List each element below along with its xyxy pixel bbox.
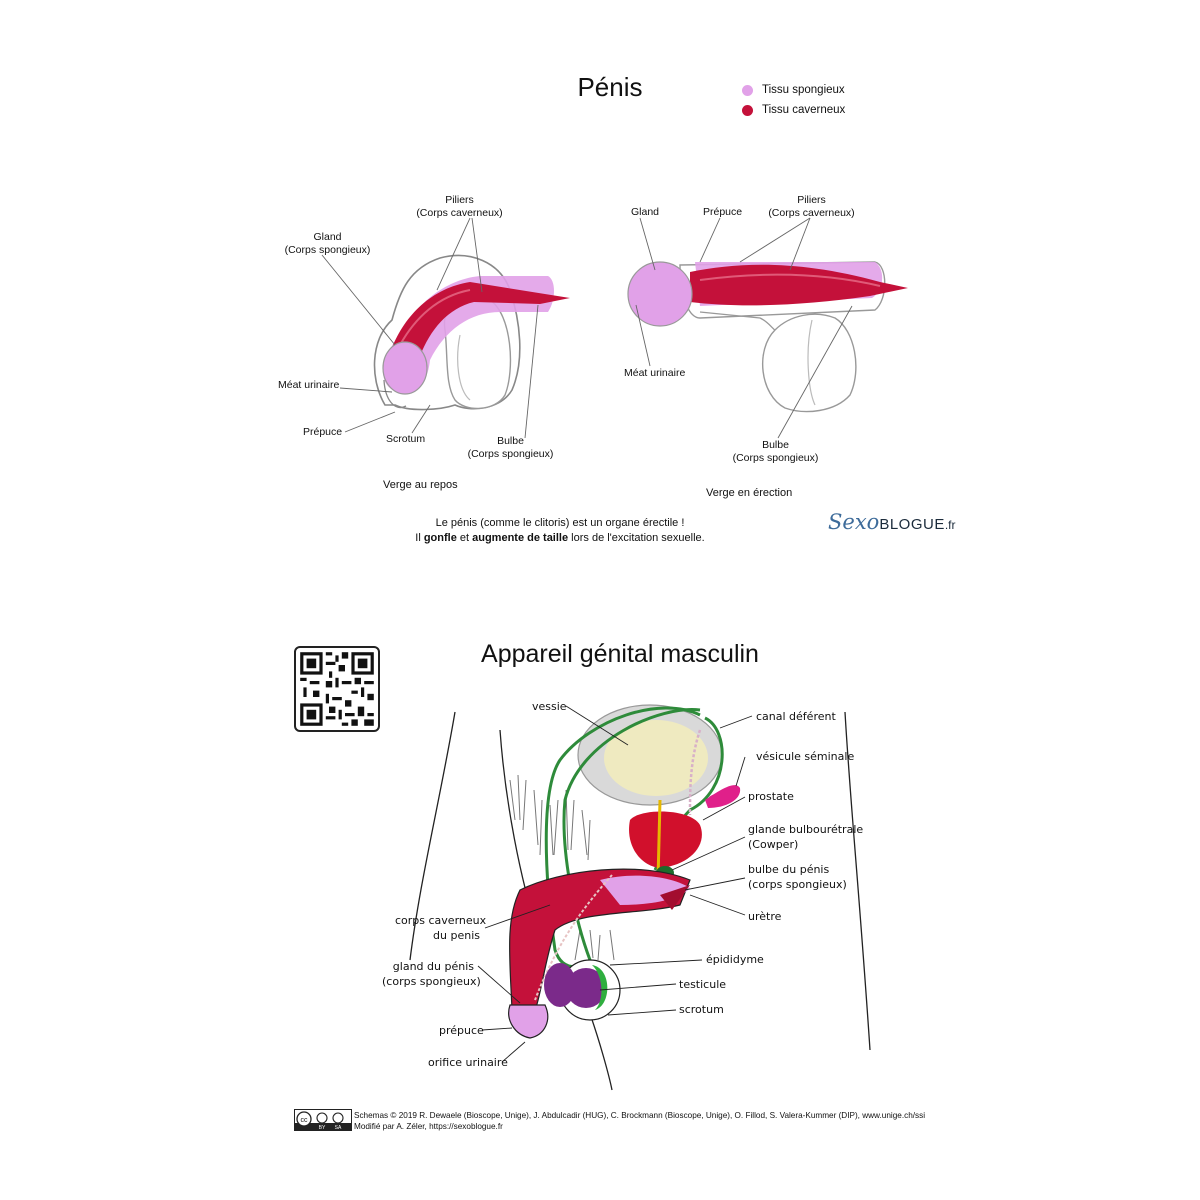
flaccid-penis-illustration (373, 254, 570, 411)
label-bulbe-erection-line2: (Corps spongieux) (732, 452, 819, 464)
label-gland-line2: (corps spongieux) (382, 975, 481, 988)
bottom-leader-lines (477, 705, 753, 1063)
label-testicule: testicule (679, 978, 727, 991)
label-piliers-erection: Piliers (Corps caverneux) (764, 194, 859, 220)
bladder (577, 704, 723, 806)
label-prepuce-erection: Prépuce (703, 206, 743, 218)
label-scrotum: scrotum (679, 1003, 724, 1016)
legend-spongy-swatch (742, 84, 753, 96)
label-gland-repos-line1: Gland (313, 231, 342, 243)
cc-badge-text: cc (301, 1117, 309, 1124)
legend-cavernous-swatch (742, 104, 753, 116)
qr-code-pattern (300, 652, 374, 726)
label-scrotum-repos: Scrotum (386, 433, 426, 445)
label-corps-cav-line1: corps caverneux (395, 914, 487, 927)
label-bulbe-erection: Bulbe (Corps spongieux) (728, 439, 823, 465)
label-prepuce: prépuce (439, 1024, 484, 1037)
label-bulbe-du-penis: bulbe du pénis (corps spongieux) (748, 862, 847, 892)
label-corps-caverneux: corps caverneux du penis (395, 913, 487, 943)
erect-penis-illustration (627, 261, 908, 413)
cc-by-sa-badge[interactable]: cc BY SA (294, 1109, 352, 1131)
label-bulbe-repos-line2: (Corps spongieux) (467, 448, 554, 460)
cc-badge-icons: cc BY SA (295, 1111, 351, 1130)
label-bulbe-repos: Bulbe (Corps spongieux) (463, 435, 558, 461)
top-title: Pénis (577, 72, 643, 102)
label-piliers-erection-line2: (Corps caverneux) (768, 207, 855, 219)
label-bulbe-repos-line1: Bulbe (497, 435, 524, 447)
label-epididyme: épididyme (706, 953, 764, 966)
label-gland-du-penis: gland du pénis (corps spongieux) (382, 959, 481, 989)
credit-text: Schemas © 2019 R. Dewaele (Bioscope, Uni… (354, 1110, 925, 1132)
label-piliers-repos-line1: Piliers (445, 194, 474, 206)
legend-item-cavernous: Tissu caverneux (742, 104, 845, 116)
pubic-hair (509, 774, 615, 961)
label-bulbe-erection-line1: Bulbe (762, 439, 789, 451)
label-piliers-repos-line2: (Corps caverneux) (416, 207, 503, 219)
label-bulbe-line2: (corps spongieux) (748, 878, 847, 891)
sa-badge-text: SA (335, 1125, 342, 1130)
label-gland-erection: Gland (631, 206, 660, 218)
label-uretre: urètre (748, 910, 782, 923)
label-vesicule-seminale: vésicule séminale (756, 750, 855, 763)
label-prostate: prostate (748, 790, 794, 803)
info-message-line1: Le pénis (comme le clitoris) est un orga… (435, 517, 685, 529)
label-vessie: vessie (532, 700, 567, 713)
credit-line1: Schemas © 2019 R. Dewaele (Bioscope, Uni… (354, 1111, 926, 1120)
legend-item-spongy: Tissu spongieux (742, 84, 845, 96)
label-glande-line2: (Cowper) (748, 838, 799, 851)
caption-repos: Verge au repos (383, 479, 458, 491)
caption-erection: Verge en érection (706, 487, 793, 499)
label-glande-bulbouretrale: glande bulbourétrale (Cowper) (748, 822, 863, 852)
bottom-title: Appareil génital masculin (481, 640, 759, 668)
label-corps-cav-line2: du penis (433, 929, 480, 942)
label-meat-repos: Méat urinaire (278, 379, 340, 391)
label-piliers-repos: Piliers (Corps caverneux) (412, 194, 507, 220)
label-prepuce-repos: Prépuce (303, 426, 343, 438)
label-meat-erection: Méat urinaire (624, 367, 686, 379)
legend-cavernous-label: Tissu caverneux (762, 104, 846, 116)
info-message-line2: Il gonfle et augmente de taille lors de … (415, 532, 705, 544)
by-badge-text: BY (319, 1125, 326, 1130)
label-orifice-urinaire: orifice urinaire (428, 1056, 508, 1069)
info-message: Le pénis (comme le clitoris) est un orga… (360, 516, 760, 546)
testicle-group (544, 959, 621, 1021)
label-gland-repos-line2: (Corps spongieux) (284, 244, 371, 256)
legend-spongy-label: Tissu spongieux (762, 84, 845, 96)
sexoblogue-logo: SexoBLOGUE.fr (828, 510, 956, 534)
prostate-shape (629, 811, 702, 868)
label-canal-deferent: canal déférent (756, 710, 836, 723)
credit-line2: Modifié par A. Zéler, https://sexoblogue… (354, 1122, 503, 1131)
qr-code[interactable] (294, 646, 380, 732)
penis-body (508, 868, 691, 1039)
top-leader-lines (321, 217, 853, 439)
label-gland-repos: Gland (Corps spongieux) (280, 231, 375, 257)
label-glande-line1: glande bulbourétrale (748, 823, 864, 836)
label-piliers-erection-line1: Piliers (797, 194, 826, 206)
label-gland-line1: gland du pénis (392, 960, 474, 973)
label-bulbe-line1: bulbe du pénis (748, 863, 830, 876)
